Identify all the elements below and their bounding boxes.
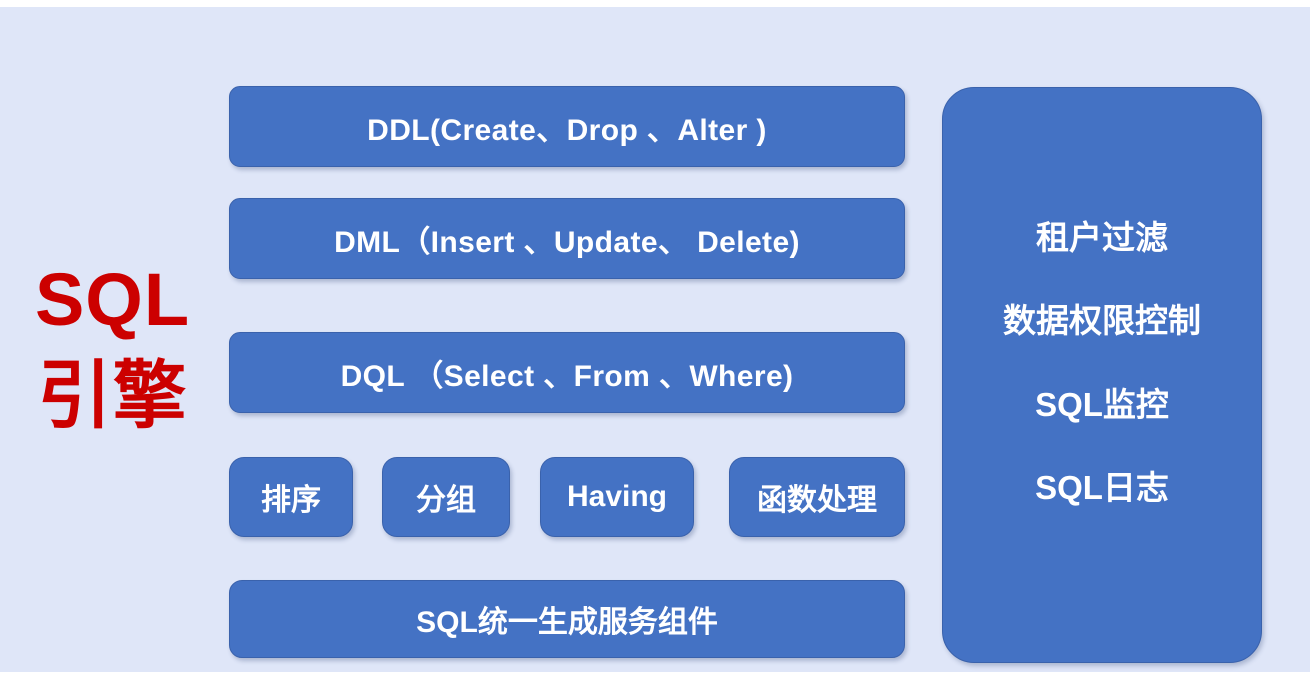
sql-engine-title: SQL 引擎 [0, 240, 225, 455]
sql-generation-service-label: SQL统一生成服务组件 [416, 606, 718, 639]
governance-item-data-permission: 数据权限控制 [1003, 302, 1201, 340]
governance-panel[interactable]: 租户过滤 数据权限控制 SQL监控 SQL日志 [942, 87, 1262, 663]
clause-chip-group[interactable]: 分组 [382, 457, 510, 537]
clause-chip-having[interactable]: Having [540, 457, 694, 537]
statement-box-ddl-label: DDL(Create、Drop 、Alter ) [367, 113, 767, 147]
clause-chip-sort-label: 排序 [261, 484, 321, 517]
statement-box-dml[interactable]: DML（Insert 、Update、 Delete) [229, 198, 905, 279]
clause-chip-group-label: 分组 [416, 484, 476, 517]
title-line-sql: SQL [34, 257, 191, 341]
governance-item-sql-log: SQL日志 [1035, 468, 1169, 506]
title-line-engine: 引擎 [37, 353, 188, 437]
statement-box-dql-label: DQL （Select 、From 、Where) [340, 359, 794, 393]
governance-item-tenant-filter: 租户过滤 [1036, 218, 1168, 256]
clause-chip-sort[interactable]: 排序 [229, 457, 353, 537]
governance-item-sql-monitor: SQL监控 [1035, 385, 1169, 423]
clause-chip-function-label: 函数处理 [757, 484, 877, 517]
clause-chip-function[interactable]: 函数处理 [729, 457, 905, 537]
statement-box-dml-label: DML（Insert 、Update、 Delete) [334, 225, 800, 259]
statement-box-ddl[interactable]: DDL(Create、Drop 、Alter ) [229, 86, 905, 167]
clause-chip-having-label: Having [566, 480, 668, 513]
sql-generation-service-bar[interactable]: SQL统一生成服务组件 [229, 580, 905, 658]
statement-box-dql[interactable]: DQL （Select 、From 、Where) [229, 332, 905, 413]
